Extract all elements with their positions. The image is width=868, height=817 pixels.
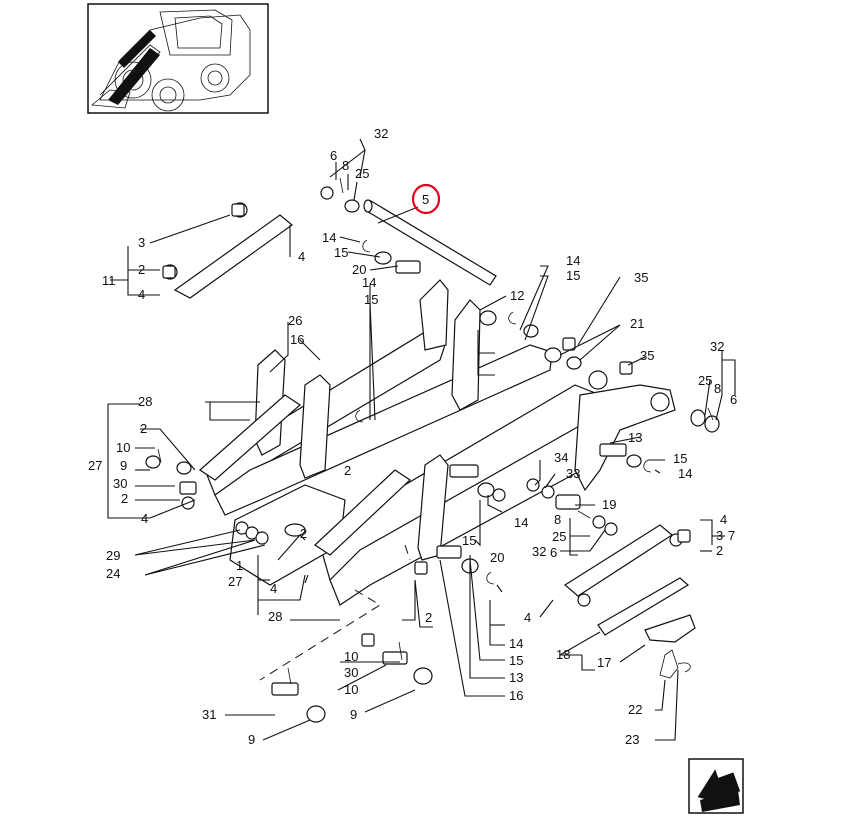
callout[interactable]: 27 <box>88 458 102 473</box>
callout-part-5[interactable]: 5 <box>422 192 429 207</box>
callout[interactable]: 14 <box>362 275 376 290</box>
callout[interactable]: 9 <box>120 458 127 473</box>
callout[interactable]: 32 <box>532 544 546 559</box>
callout[interactable]: 14 <box>322 230 336 245</box>
callout[interactable]: 32 <box>710 339 724 354</box>
callout[interactable]: 2 <box>344 463 351 478</box>
callout[interactable]: 21 <box>630 316 644 331</box>
callout[interactable]: 33 <box>566 466 580 481</box>
callout[interactable]: 9 <box>350 707 357 722</box>
callout[interactable]: 4 <box>138 287 145 302</box>
callout[interactable]: 35 <box>640 348 654 363</box>
callout[interactable]: 3 <box>716 528 723 543</box>
highlight-ring <box>411 183 441 215</box>
callout[interactable]: 8 <box>554 512 561 527</box>
callout[interactable]: 4 <box>720 512 727 527</box>
callout[interactable]: 14 <box>514 515 528 530</box>
callout[interactable]: 28 <box>268 609 282 624</box>
callout[interactable]: 1 <box>236 558 243 573</box>
leader-lines <box>107 138 736 741</box>
callout[interactable]: 28 <box>138 394 152 409</box>
loader-frame-drawing <box>145 177 720 723</box>
callout[interactable]: 34 <box>554 450 568 465</box>
callout[interactable]: 4 <box>270 581 277 596</box>
callout[interactable]: 24 <box>106 566 120 581</box>
callout[interactable]: 22 <box>628 702 642 717</box>
next-page-arrow-icon[interactable] <box>688 758 744 814</box>
callout[interactable]: 20 <box>352 262 366 277</box>
callout[interactable]: 15 <box>364 292 378 307</box>
callout[interactable]: 13 <box>628 430 642 445</box>
callout[interactable]: 19 <box>602 497 616 512</box>
callout[interactable]: 17 <box>597 655 611 670</box>
callout[interactable]: 15 <box>462 533 476 548</box>
callout[interactable]: 27 <box>228 574 242 589</box>
callout[interactable]: 30 <box>113 476 127 491</box>
callout[interactable]: 35 <box>634 270 648 285</box>
callout[interactable]: 14 <box>509 636 523 651</box>
callout[interactable]: 6 <box>330 148 337 163</box>
callout[interactable]: 13 <box>509 670 523 685</box>
callout[interactable]: 15 <box>566 268 580 283</box>
callout[interactable]: 2 <box>300 526 307 541</box>
callout[interactable]: 18 <box>556 647 570 662</box>
callout[interactable]: 15 <box>334 245 348 260</box>
callout[interactable]: 31 <box>202 707 216 722</box>
callout[interactable]: 4 <box>298 249 305 264</box>
callout[interactable]: 29 <box>106 548 120 563</box>
backhoe-loader-thumbnail-icon[interactable] <box>87 3 269 114</box>
callout[interactable]: 7 <box>728 528 735 543</box>
callout[interactable]: 25 <box>698 373 712 388</box>
callout[interactable]: 11 <box>102 273 116 288</box>
callout[interactable]: 25 <box>552 529 566 544</box>
callout[interactable]: 20 <box>490 550 504 565</box>
callout[interactable]: 16 <box>290 332 304 347</box>
callout[interactable]: 6 <box>550 545 557 560</box>
callout[interactable]: 32 <box>374 126 388 141</box>
callout[interactable]: 2 <box>716 543 723 558</box>
callout[interactable]: 12 <box>510 288 524 303</box>
callout[interactable]: 2 <box>138 262 145 277</box>
callout[interactable]: 6 <box>730 392 737 407</box>
callout[interactable]: 8 <box>342 158 349 173</box>
callout[interactable]: 10 <box>116 440 130 455</box>
callout[interactable]: 8 <box>714 381 721 396</box>
callout[interactable]: 30 <box>344 665 358 680</box>
callout[interactable]: 2 <box>140 421 147 436</box>
callout[interactable]: 4 <box>141 511 148 526</box>
callout[interactable]: 26 <box>288 313 302 328</box>
callout[interactable]: 9 <box>248 732 255 747</box>
callout[interactable]: 15 <box>673 451 687 466</box>
callout[interactable]: 2 <box>121 491 128 506</box>
callout[interactable]: 14 <box>678 466 692 481</box>
callout[interactable]: 23 <box>625 732 639 747</box>
callout[interactable]: 3 <box>138 235 145 250</box>
callout[interactable]: 16 <box>509 688 523 703</box>
callout[interactable]: 25 <box>355 166 369 181</box>
callout[interactable]: 2 <box>425 610 432 625</box>
callout[interactable]: 15 <box>509 653 523 668</box>
callout[interactable]: 10 <box>344 682 358 697</box>
callout[interactable]: 10 <box>344 649 358 664</box>
callout[interactable]: 14 <box>566 253 580 268</box>
callout-labels: 32 6 8 25 5 14 15 20 3 4 11 2 4 12 14 15… <box>88 126 737 747</box>
callout[interactable]: 4 <box>524 610 531 625</box>
